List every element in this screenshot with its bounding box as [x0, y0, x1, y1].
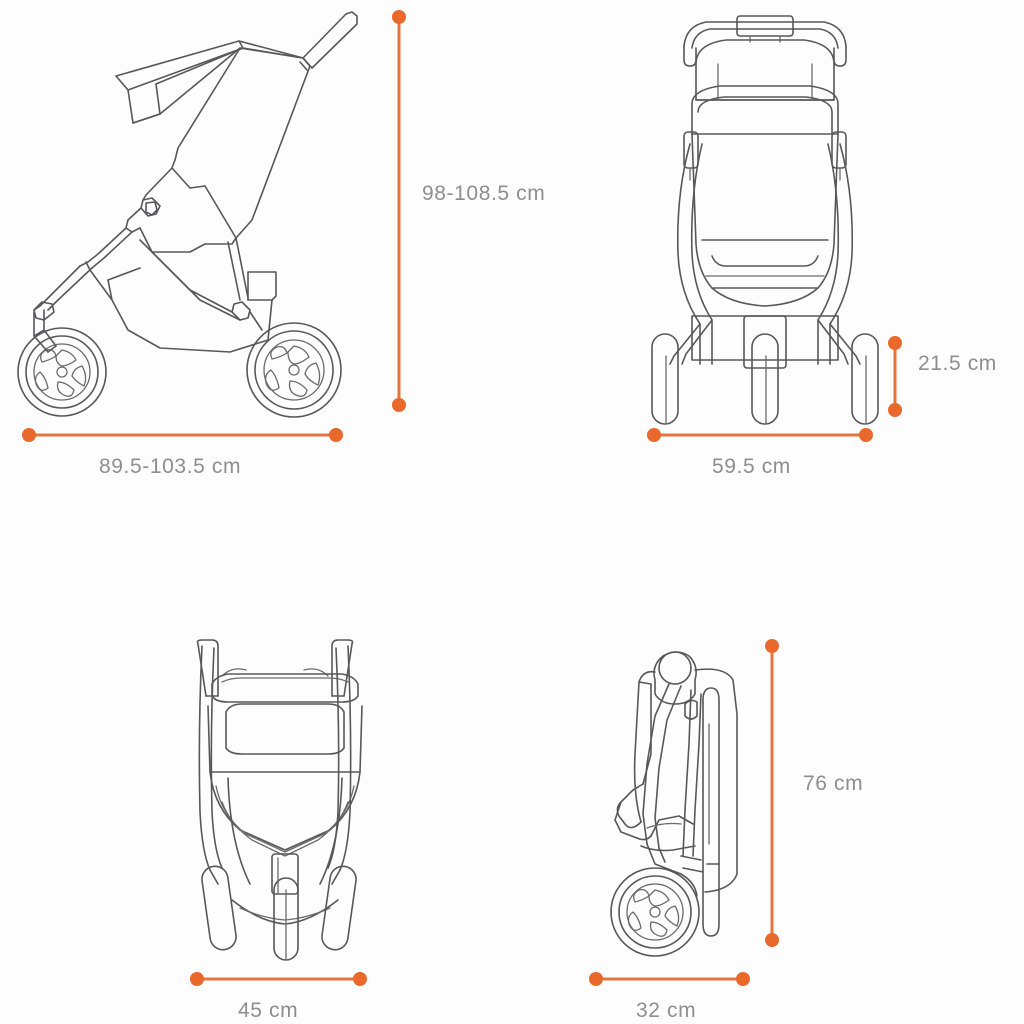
side-view-illustration: [17, 11, 358, 418]
dimension-label-width-unfolded: 59.5 cm: [712, 455, 791, 478]
seat-back-group: [207, 703, 363, 857]
canopy-group: [115, 40, 311, 124]
seat-body-group: [691, 133, 839, 307]
canopy-group: [691, 39, 839, 135]
view-side-unfolded: [0, 0, 380, 430]
dimension-line-wheel-height: [888, 336, 902, 417]
seat-back-group: [142, 47, 311, 253]
handlebar-group: [683, 15, 847, 67]
wheels-group: [201, 865, 357, 961]
dimension-label-depth-folded: 32 cm: [636, 999, 697, 1022]
frame-legs-group: [669, 143, 861, 365]
dimension-line-depth-folded: [589, 972, 750, 986]
dimension-line-width-rear: [190, 972, 367, 986]
side-clip-group: [683, 131, 847, 181]
view-side-folded: [585, 624, 775, 959]
folded-wheel: [610, 867, 700, 957]
dimension-line-height-folded: [765, 639, 779, 947]
dimension-label-length-unfolded: 89.5-103.5 cm: [99, 455, 242, 478]
lower-frame-group: [227, 777, 343, 925]
dimension-label-wheel-height: 21.5 cm: [918, 352, 997, 375]
dimension-label-height-unfolded: 98-108.5 cm: [422, 182, 546, 205]
handlebar-group: [299, 11, 358, 71]
dimension-line-width-unfolded: [647, 428, 873, 442]
wheels-group: [651, 333, 879, 425]
axle-group: [691, 315, 839, 369]
frame-legs-group: [198, 645, 352, 885]
dimension-line-length-unfolded: [22, 428, 343, 442]
view-front-unfolded: [640, 4, 890, 425]
rear-wheel: [246, 311, 342, 418]
view-rear-unfolded: [170, 622, 400, 962]
folded-fabric-group: [640, 815, 696, 852]
seat-top-group: [211, 668, 359, 703]
rear-view-illustration: [196, 639, 363, 961]
dimension-label-width-rear: 45 cm: [238, 999, 299, 1022]
folded-frame-group: [642, 683, 720, 937]
front-wheel: [17, 309, 107, 417]
folded-view-illustration: [610, 651, 738, 957]
handle-posts-group: [196, 639, 354, 697]
dimension-label-height-folded: 76 cm: [803, 772, 864, 795]
front-view-illustration: [651, 15, 879, 425]
dimension-line-height-unfolded: [392, 10, 406, 412]
frame-group: [33, 197, 251, 321]
